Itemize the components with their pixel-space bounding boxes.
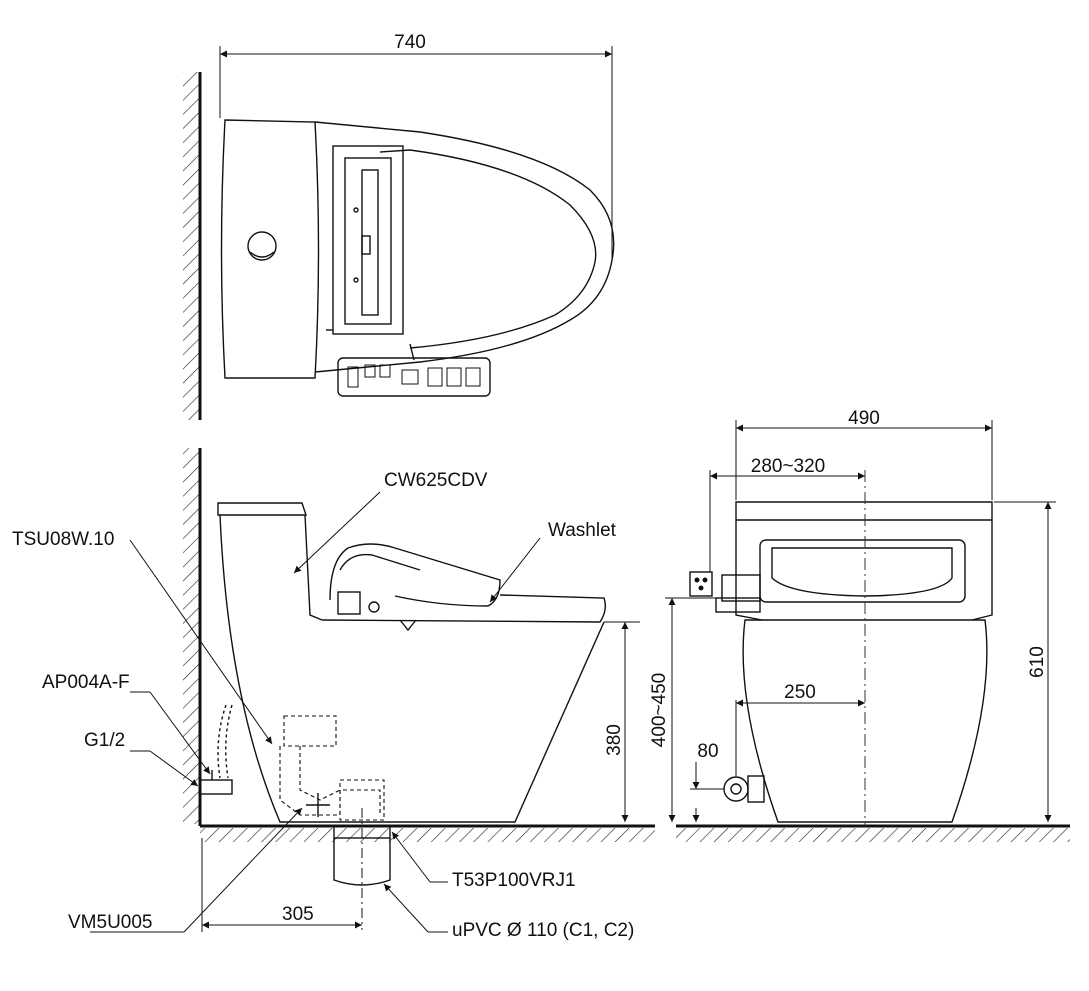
- label-g12: G1/2: [84, 730, 125, 751]
- leader-ap004af: [149, 691, 211, 775]
- top-wall-hatch: [183, 72, 199, 420]
- front-power-socket: [689, 571, 713, 597]
- top-tank: [220, 119, 320, 379]
- front-floor-hatch: [676, 828, 1070, 842]
- dim-side-seat-height: 380: [604, 724, 625, 756]
- top-seat-outer: [379, 149, 597, 349]
- side-seat: [321, 594, 607, 623]
- label-ap004af: AP004A-F: [42, 672, 130, 693]
- dim-top-width: 740: [394, 32, 426, 53]
- top-washlet-body: [332, 145, 404, 335]
- front-washlet: [759, 539, 966, 603]
- side-tank-lid: [217, 502, 307, 516]
- dim-front-center: 250: [784, 682, 816, 703]
- side-tank-front: [304, 514, 323, 621]
- side-drain-pipe: [333, 838, 391, 886]
- dim-front-inner: 280~320: [751, 456, 826, 477]
- top-remote-control: [337, 357, 491, 397]
- dim-front-height: 610: [1027, 646, 1048, 678]
- side-body: [219, 514, 605, 823]
- side-view: [90, 448, 655, 933]
- dim-front-seat-height: 400~450: [649, 673, 670, 748]
- dim-front-inlet: 80: [697, 741, 718, 762]
- label-tsu08w10: TSU08W.10: [12, 529, 114, 550]
- label-t53p100vrj1: T53P100VRJ1: [452, 870, 576, 891]
- leader-washlet: [489, 537, 541, 603]
- label-upvc: uPVC Ø 110 (C1, C2): [452, 920, 634, 941]
- label-washlet: Washlet: [548, 520, 617, 541]
- front-tank-lid: [735, 501, 993, 521]
- top-view: [183, 46, 615, 420]
- side-floor-hatch: [200, 828, 655, 842]
- side-internal-trap: [279, 715, 385, 821]
- side-washlet-valve: [337, 591, 361, 615]
- leader-tsu08w10: [129, 539, 273, 745]
- leader-vm5u005: [183, 807, 303, 933]
- side-wall-hatch: [183, 448, 199, 824]
- front-supply-valve: [723, 776, 749, 802]
- label-cw625cdv: CW625CDV: [384, 470, 488, 491]
- front-tank-right: [971, 520, 993, 621]
- top-washlet-switch: [361, 235, 371, 255]
- top-flush-shadow: [249, 251, 275, 258]
- leader-upvc: [383, 883, 429, 933]
- leader-t53p100vrj1: [391, 831, 431, 883]
- dim-front-width: 490: [848, 408, 880, 429]
- front-view: [665, 420, 1070, 842]
- front-body: [742, 619, 988, 823]
- side-washlet-inner: [339, 553, 421, 571]
- leader-cw625cdv: [293, 491, 381, 574]
- side-angle-valve: [199, 779, 233, 795]
- front-washlet-face: [771, 547, 953, 597]
- side-washlet-lid: [329, 543, 501, 607]
- label-vm5u005: VM5U005: [68, 912, 153, 933]
- dim-side-rough-in: 305: [282, 904, 314, 925]
- front-tank-left: [735, 520, 763, 621]
- front-washlet-side-unit: [721, 574, 761, 602]
- top-flush-button: [247, 231, 277, 261]
- top-bowl-outer: [314, 121, 615, 373]
- leader-g12: [149, 750, 199, 787]
- remote-buttons: [347, 364, 481, 388]
- top-washlet-inner: [344, 157, 392, 325]
